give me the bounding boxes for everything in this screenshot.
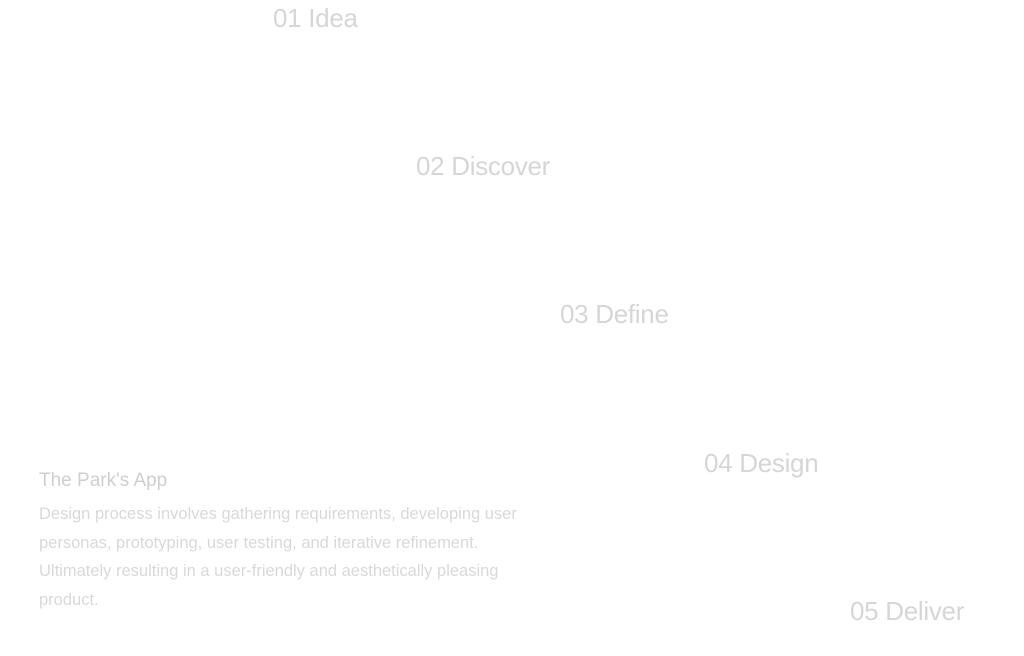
project-title: The Park's App <box>39 470 168 491</box>
step-design: 04 Design <box>704 448 819 478</box>
step-idea: 01 Idea <box>273 3 358 33</box>
step-discover: 02 Discover <box>416 151 550 181</box>
step-deliver: 05 Deliver <box>850 596 965 626</box>
project-description: Design process involves gathering requir… <box>39 505 517 609</box>
step-define: 03 Define <box>560 299 669 329</box>
project-summary: The Park's App Design process involves g… <box>39 466 539 614</box>
